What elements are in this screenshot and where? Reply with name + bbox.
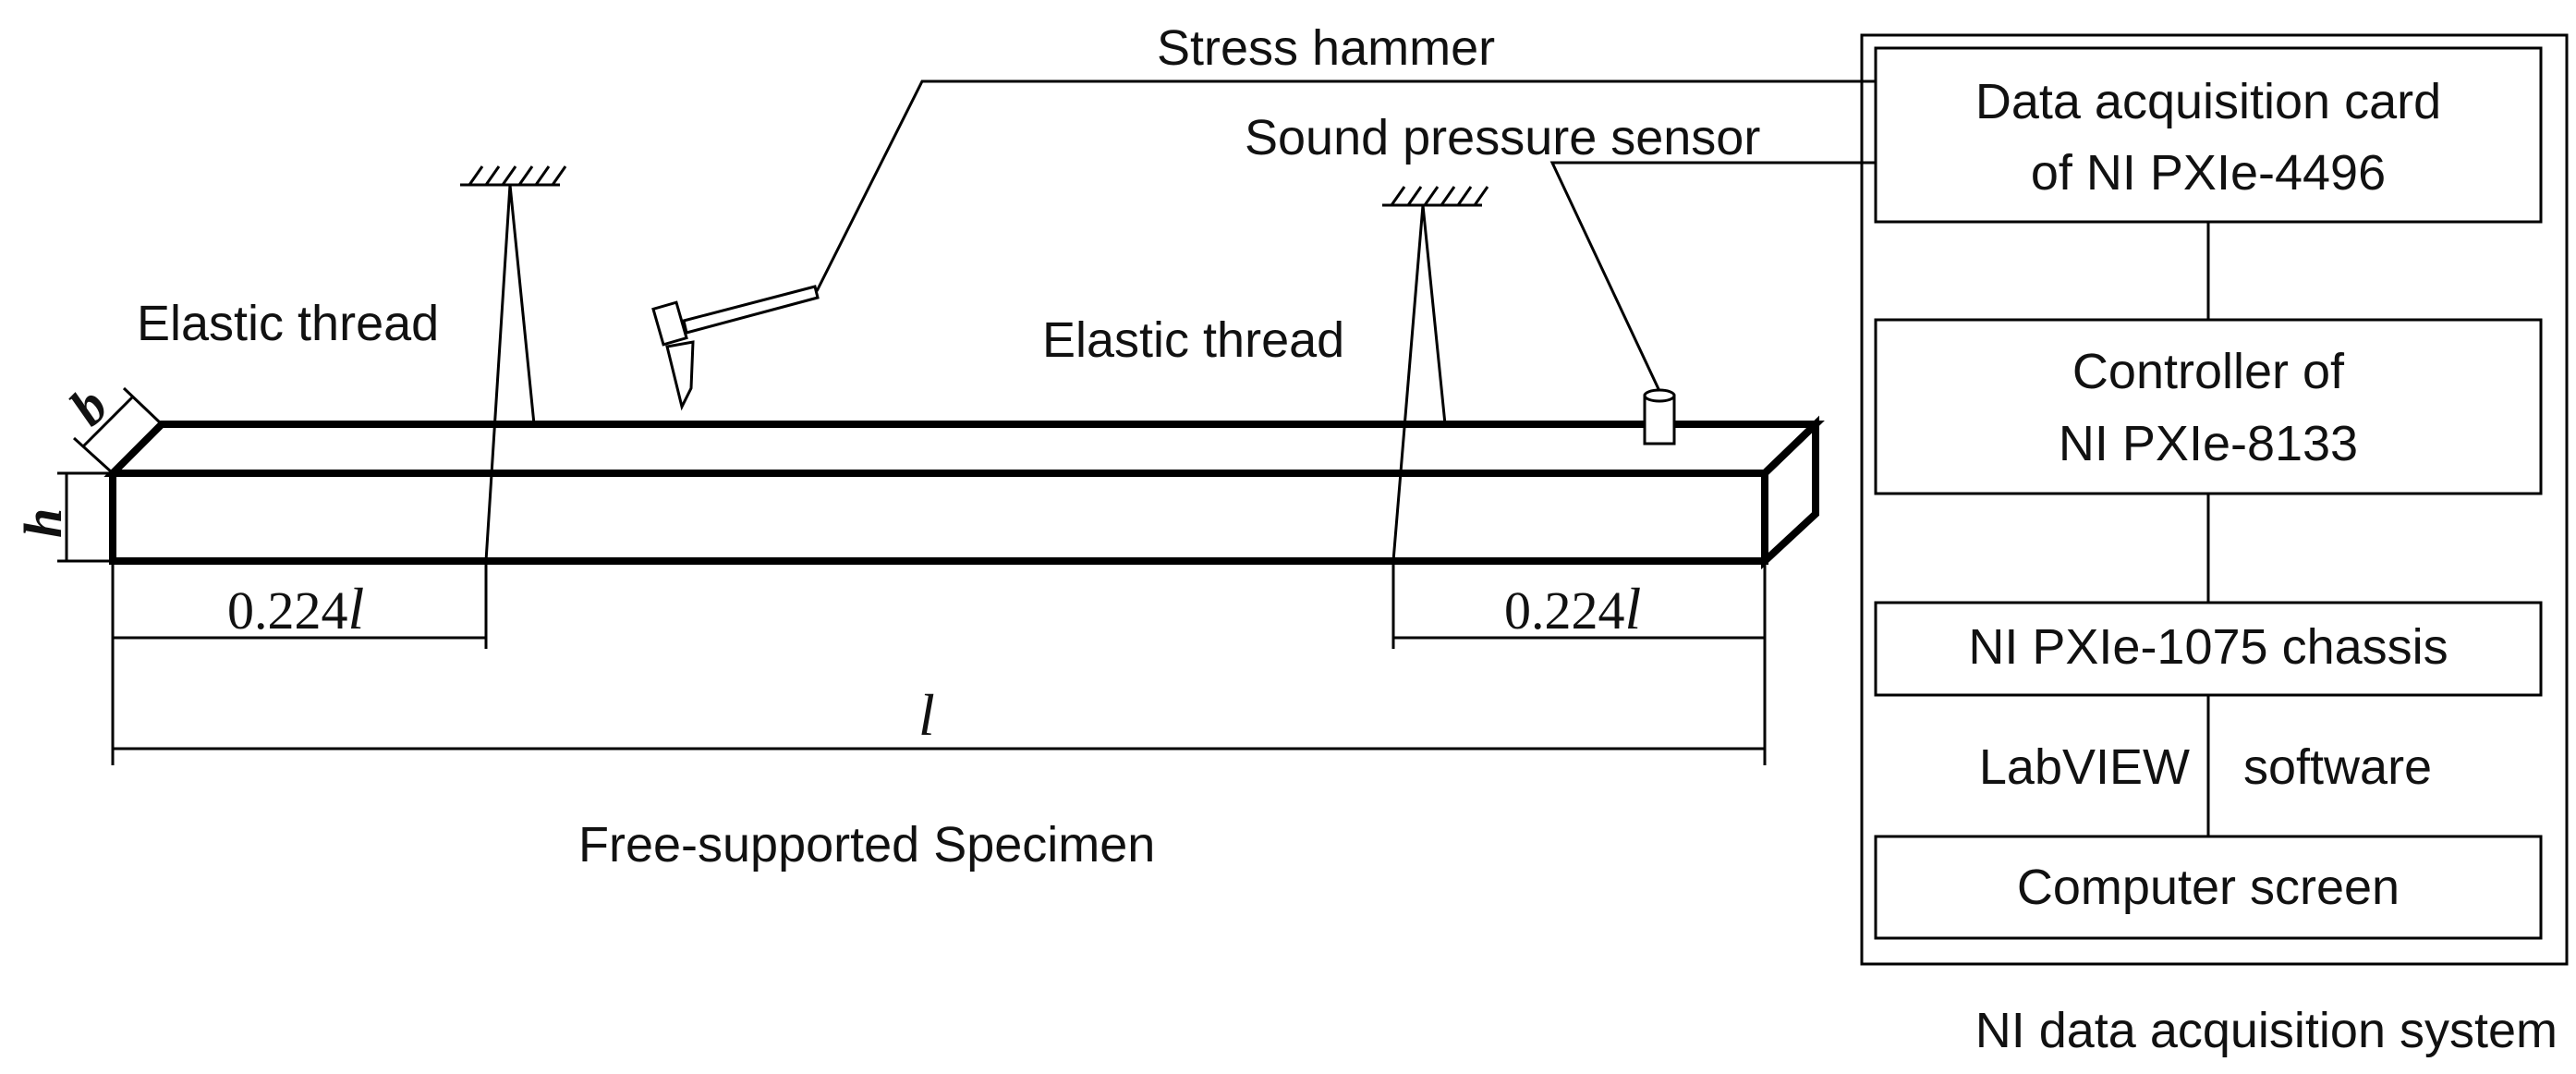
controller-line2: NI PXIe-8133 (2059, 416, 2358, 471)
dimension-h-label: h (13, 508, 73, 538)
stress-hammer-label: Stress hammer (1157, 20, 1495, 76)
daq-card-line2: of NI PXIe-4496 (2031, 145, 2386, 201)
hammer-head (651, 300, 688, 347)
dimension-total-length-label: l (918, 682, 935, 748)
dimension-right-support-value: 0.224 (1504, 580, 1625, 641)
software-left-label: LabVIEW (1979, 739, 2190, 795)
ni-system-panel (1860, 33, 2569, 966)
hammer-tip (665, 340, 695, 411)
stress-hammer (651, 285, 820, 411)
right-support (1382, 186, 1489, 562)
specimen-caption: Free-supported Specimen (578, 817, 1155, 873)
left-elastic-thread (484, 184, 536, 562)
dimension-h (57, 471, 109, 563)
daq-card-line1: Data acquisition card (1975, 74, 2441, 129)
right-elastic-thread (1391, 204, 1447, 562)
dimension-right-support: 0.224l (1504, 576, 1641, 641)
sensor-cable (1549, 161, 1876, 392)
hammer-handle (682, 285, 820, 335)
length-dimensions (111, 564, 1767, 765)
sound-pressure-sensor (1643, 388, 1676, 445)
left-support (460, 165, 567, 562)
beam-end-face (1761, 415, 1819, 570)
dimension-b (72, 386, 164, 475)
controller-line1: Controller of (2072, 344, 2345, 399)
dimension-left-support: 0.224l (227, 576, 364, 641)
dimension-left-support-symbol: l (348, 576, 365, 641)
specimen-beam (103, 415, 1825, 570)
dimension-b-label: b (58, 375, 119, 436)
dimension-right-support-symbol: l (1625, 576, 1642, 641)
sound-pressure-sensor-label: Sound pressure sensor (1245, 110, 1760, 165)
ni-system-caption: NI data acquisition system (1975, 1003, 2558, 1058)
stress-hammer-leader (815, 79, 1876, 292)
dimension-left-support-value: 0.224 (227, 580, 348, 641)
beam-top-face (103, 421, 1825, 477)
elastic-thread-left-label: Elastic thread (137, 296, 439, 351)
computer-screen-box (1874, 835, 2543, 940)
computer-screen-label: Computer screen (2017, 860, 2400, 915)
beam-front-face (109, 470, 1768, 565)
elastic-thread-right-label: Elastic thread (1042, 312, 1344, 368)
ni-system-outer-frame (1860, 33, 2569, 966)
software-right-label: software (2243, 739, 2432, 795)
chassis-label: NI PXIe-1075 chassis (1968, 619, 2448, 675)
